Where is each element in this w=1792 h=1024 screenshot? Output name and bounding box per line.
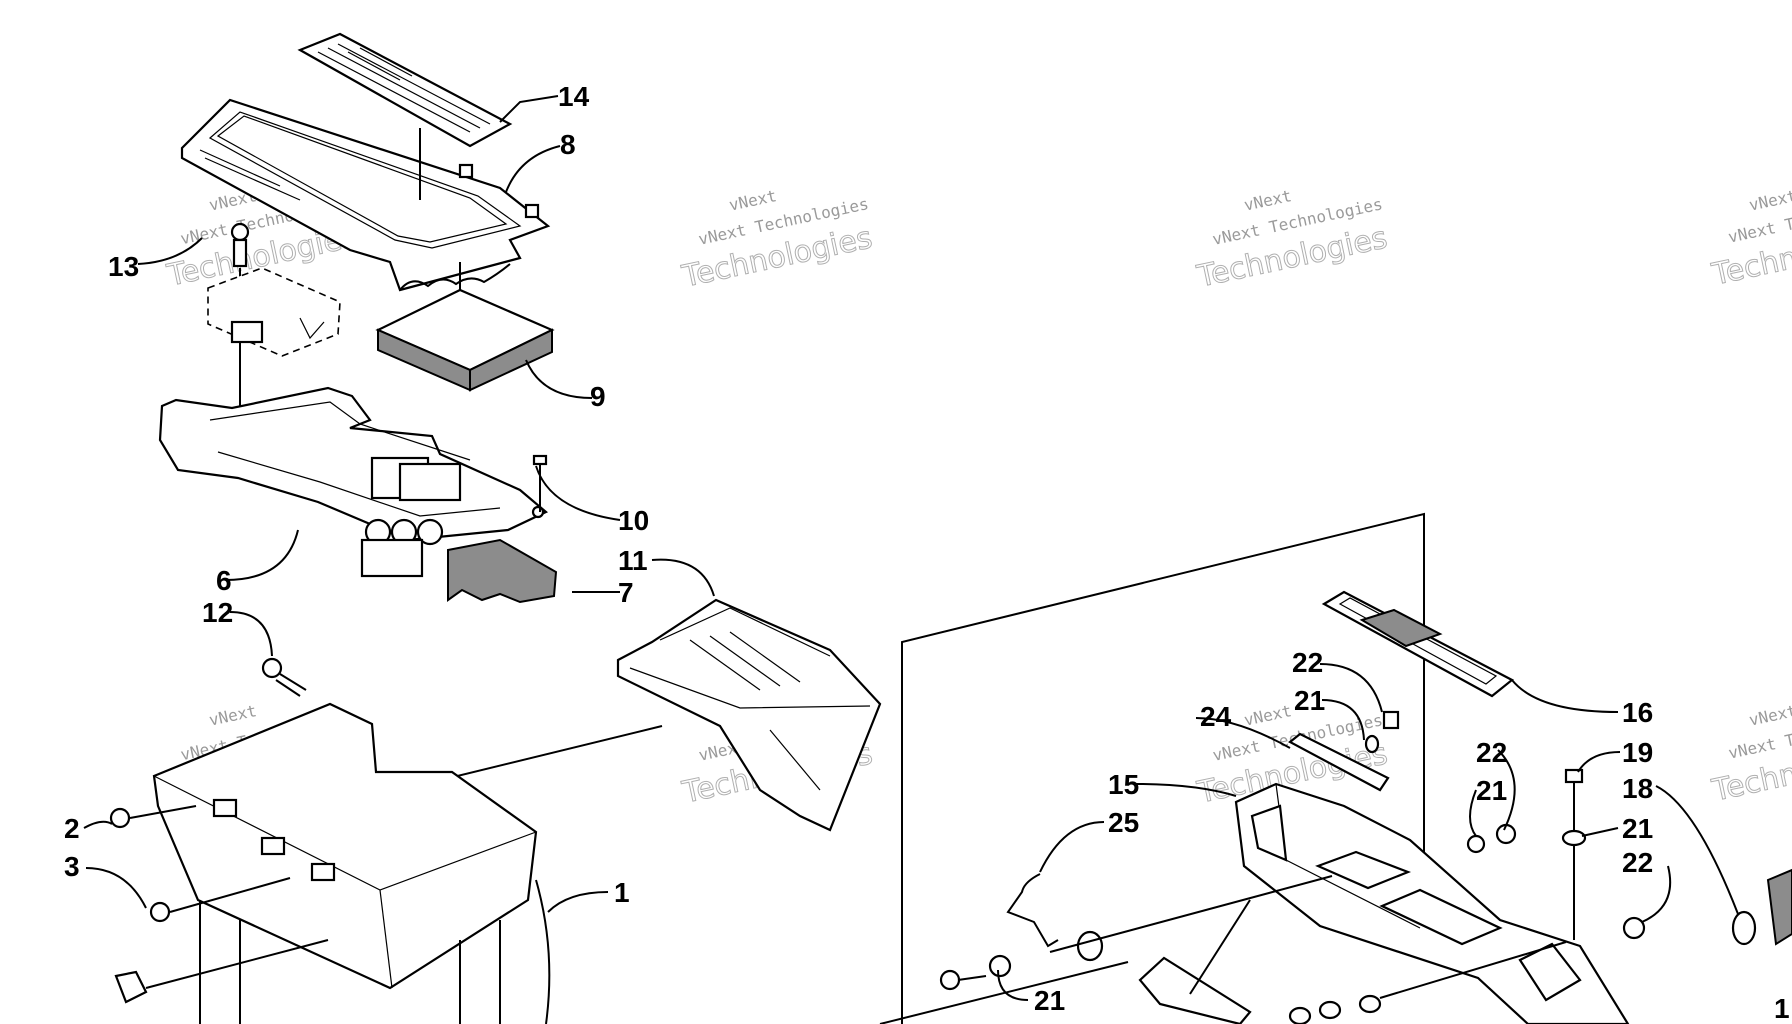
part-19-bolt	[1564, 768, 1584, 940]
callout-12: 12	[202, 597, 233, 628]
callout-21: 21	[1034, 985, 1065, 1016]
callout-10: 10	[618, 505, 649, 536]
part-7-foam	[447, 538, 558, 604]
callout-16: 16	[1622, 697, 1653, 728]
leader-line	[1379, 941, 1567, 999]
callout-8: 8	[560, 129, 576, 160]
callout-15: 15	[1108, 769, 1139, 800]
part-18-grommet	[1731, 910, 1757, 946]
part-9-foam-filter	[375, 288, 555, 392]
part-16-gasket	[1321, 590, 1515, 698]
callout-21: 21	[1294, 685, 1325, 716]
callout-1: 1	[1774, 993, 1790, 1024]
part-24-rod	[1288, 732, 1390, 792]
callout-21: 21	[1622, 813, 1653, 844]
callout-22: 22	[1292, 647, 1323, 678]
svg-text:vNext: vNext	[1242, 701, 1293, 730]
callout-24: 24	[1200, 701, 1232, 732]
callout-labels: 14 8 13 9 10 6 7 11 12 2 3 1 22 21 24 16…	[64, 81, 1790, 1024]
callout-leaders	[83, 95, 1739, 1001]
callout-2: 2	[64, 813, 80, 844]
part-21-washer	[1561, 829, 1587, 847]
svg-text:vNext: vNext	[1747, 701, 1792, 730]
watermark: vNext vNext Technologies Technologies	[1193, 186, 1391, 295]
callout-9: 9	[590, 381, 606, 412]
callout-3: 3	[64, 851, 80, 882]
watermark: vNext vNext Technologies Technologies	[1708, 186, 1792, 293]
part-14-decal	[297, 32, 513, 148]
svg-text:vNext: vNext	[1747, 186, 1792, 215]
part-1-airbox-housing	[152, 702, 551, 1024]
part-21-washer	[1364, 734, 1380, 754]
leader-line	[1189, 899, 1251, 995]
part-13-screw	[230, 222, 250, 430]
watermark: vNext vNext Technologies Technologies	[678, 186, 876, 295]
clip-part	[114, 939, 329, 1004]
part-15-tray	[1234, 782, 1630, 1024]
callout-22: 22	[1476, 737, 1507, 768]
detail-frame	[879, 512, 1425, 1024]
callout-13: 13	[108, 251, 139, 282]
svg-text:vNext: vNext	[727, 186, 778, 215]
callout-25: 25	[1108, 807, 1139, 838]
part-25-spring	[1006, 873, 1104, 962]
part-22-nut	[1382, 710, 1400, 730]
part-6-airbox-base	[158, 386, 549, 578]
callout-14: 14	[558, 81, 590, 112]
part-12-bolt	[261, 657, 307, 697]
part-8-airbox-cover	[180, 98, 551, 292]
svg-text:vNext: vNext	[207, 701, 258, 730]
callout-19: 19	[1622, 737, 1653, 768]
right-edge-part	[1766, 868, 1792, 946]
part-21-washer	[1466, 834, 1486, 854]
part-bolt-lower	[939, 954, 1382, 1024]
part-22-nut	[1622, 916, 1646, 940]
control-module	[207, 267, 341, 357]
callout-21: 21	[1476, 775, 1507, 806]
callout-22: 22	[1622, 847, 1653, 878]
callout-11: 11	[618, 545, 648, 576]
callout-18: 18	[1622, 773, 1653, 804]
part-3-grommet	[149, 877, 291, 923]
callout-6: 6	[216, 565, 232, 596]
part-2-grommet	[109, 805, 197, 829]
part-11-duct	[616, 598, 882, 832]
leader-line	[1049, 875, 1333, 953]
bracket-part	[1138, 956, 1252, 1024]
callout-7: 7	[618, 577, 634, 608]
svg-text:vNext: vNext	[1242, 186, 1293, 215]
callout-1: 1	[614, 877, 630, 908]
watermark: vNext vNext Technologies Technologies	[1708, 701, 1792, 809]
